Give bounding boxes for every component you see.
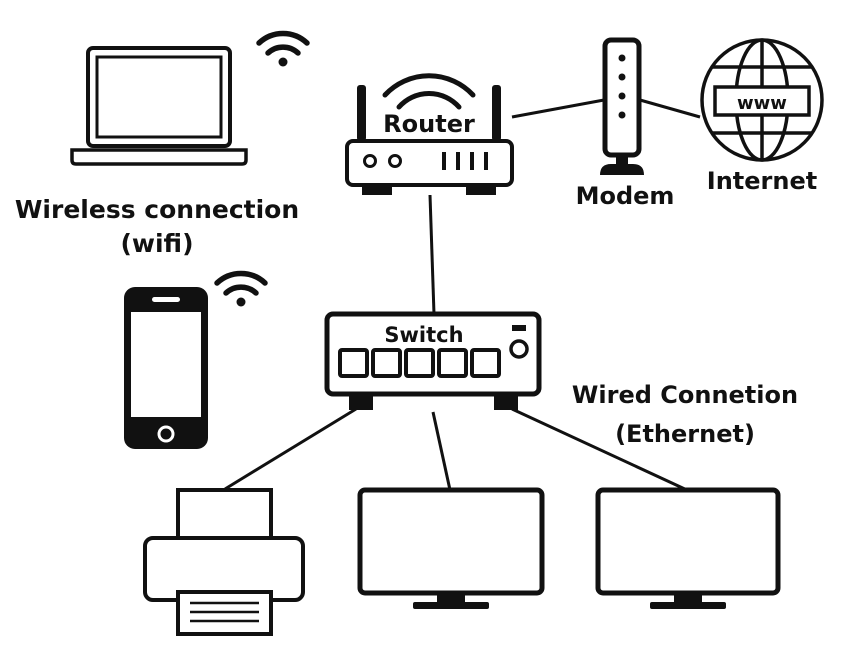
wired-ethernet-label: (Ethernet) xyxy=(615,420,755,448)
connection-lines xyxy=(224,98,701,492)
monitor-icon-1 xyxy=(357,487,545,609)
internet-label: Internet xyxy=(707,167,817,195)
switch-monitor-2-link xyxy=(511,407,688,492)
router-label: Router xyxy=(383,110,475,138)
laptop-icon xyxy=(70,46,248,166)
modem-internet-link xyxy=(639,98,701,119)
phone-wifi-icon xyxy=(214,270,268,307)
switch-label: Switch xyxy=(384,323,463,347)
www-label: www xyxy=(737,93,787,114)
smartphone-icon xyxy=(124,287,208,449)
globe-icon xyxy=(700,38,824,162)
switch-printer-link xyxy=(224,407,357,491)
wireless-wifi-label: (wifi) xyxy=(120,229,193,258)
wired-connection-label: Wired Connetion xyxy=(572,381,798,409)
modem-icon xyxy=(600,37,644,175)
router-switch-link xyxy=(428,194,436,315)
router-modem-link xyxy=(511,98,605,119)
modem-label: Modem xyxy=(576,182,675,210)
printer-icon xyxy=(143,488,305,636)
router-icon xyxy=(345,73,514,195)
switch-monitor-1-link xyxy=(431,411,452,491)
switch-icon xyxy=(324,311,542,410)
monitor-icon-2 xyxy=(595,487,781,609)
laptop-wifi-icon xyxy=(256,30,310,67)
wireless-connection-label: Wireless connection xyxy=(15,195,299,224)
